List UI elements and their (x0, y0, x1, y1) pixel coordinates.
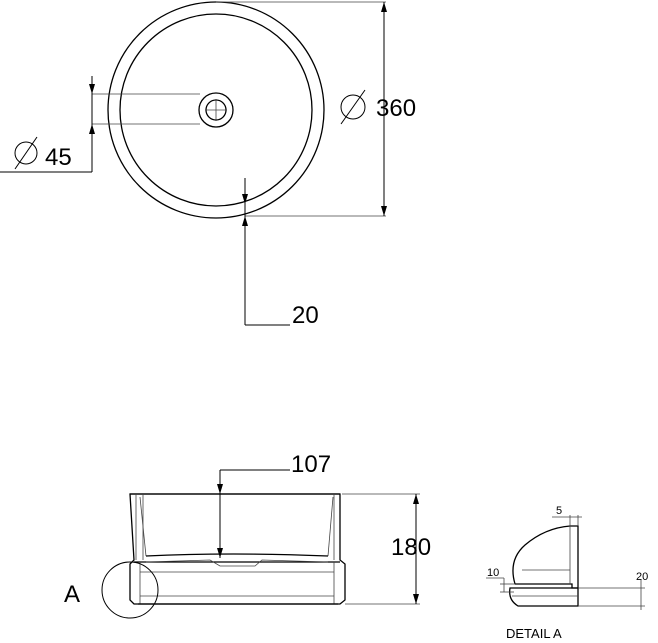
diameter-symbol (340, 89, 366, 125)
detail-a-view: 5 10 20 DETAIL A (486, 505, 648, 641)
outer-diameter-text: 360 (376, 95, 416, 122)
dim-height: 180 (342, 493, 431, 605)
dim-detail-top: 5 (552, 505, 582, 526)
detail-a-circle (101, 561, 159, 619)
dim-detail-left: 10 (486, 567, 514, 593)
dim-depth: 107 (217, 451, 331, 558)
basin-side-profile (129, 493, 346, 605)
detail-right-text: 20 (636, 571, 648, 583)
detail-rim-profile (512, 525, 579, 589)
drain-outer-circle (198, 92, 234, 128)
top-view: 360 45 20 (0, 1, 416, 329)
detail-top-text: 5 (556, 505, 562, 517)
dim-outer-diameter: 360 (216, 1, 416, 217)
detail-left-text: 10 (487, 567, 499, 579)
side-view: 107 180 A (64, 451, 431, 619)
dim-rim-width: 20 (242, 178, 319, 329)
dim-detail-right: 20 (578, 571, 648, 610)
detail-base-profile (509, 587, 579, 607)
dim-drain-diameter: 45 (0, 76, 200, 173)
basin-inner-circle (119, 13, 313, 207)
diameter-symbol (14, 136, 38, 170)
rim-width-text: 20 (292, 302, 319, 329)
drain-diameter-text: 45 (45, 144, 72, 171)
detail-title: DETAIL A (506, 626, 562, 641)
detail-marker-text: A (64, 581, 80, 608)
depth-text: 107 (291, 451, 331, 478)
height-text: 180 (391, 534, 431, 561)
